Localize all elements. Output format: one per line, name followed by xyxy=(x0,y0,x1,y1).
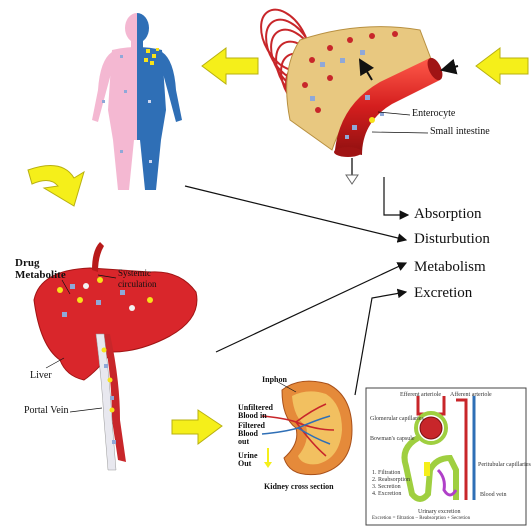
process-distribution: Disturbution xyxy=(414,231,490,248)
systemic-line1: Systemic xyxy=(118,268,156,279)
small-intestine-illustration xyxy=(251,1,458,184)
drug-metabolite-label: Drug Metabolite xyxy=(15,257,66,281)
nephron-steps: 1. Filtration 2. Reabsorption 3. Secreti… xyxy=(372,470,410,498)
nephron-footer-formula: Excretion = filtration – Reabsorption + … xyxy=(372,516,470,521)
nephron-step: 3. Secretion xyxy=(372,484,410,491)
nephron-label: Blood vein xyxy=(480,492,507,498)
nephron-step: 4. Excretion xyxy=(372,491,410,498)
human-body-figure xyxy=(92,13,182,190)
kidney-illustration xyxy=(262,381,352,475)
process-pointer-arrows xyxy=(185,177,408,395)
nephron-label: Afferent arteriole xyxy=(450,392,492,398)
nephron-label: Bowman's capsule xyxy=(370,436,415,442)
process-excretion: Excretion xyxy=(414,285,472,302)
liver-label: Liver xyxy=(30,370,52,381)
yellow-arrow-right xyxy=(172,410,222,444)
small-intestine-label: Small intestine xyxy=(430,126,490,137)
yellow-curved-arrow xyxy=(28,166,84,207)
process-absorption: Absorption xyxy=(414,206,482,223)
nephron-label: Efferent arteriole xyxy=(400,392,441,398)
kidney-side-labels: Unfiltered Blood in Filtered Blood out U… xyxy=(238,404,273,468)
yellow-arrow-left-top xyxy=(202,48,258,84)
metabolite-label: Metabolite xyxy=(15,269,66,281)
kidney-side-label: Out xyxy=(238,460,273,468)
nephron-step: 2. Reabsorption xyxy=(372,477,410,484)
systemic-circulation-label: Systemic circulation xyxy=(118,268,156,290)
portal-vein-label: Portal Vein xyxy=(24,405,69,416)
nephron-step: 1. Filtration xyxy=(372,470,410,477)
drug-label: Drug xyxy=(15,257,66,269)
nephron-label: Peritubular capillaries xyxy=(478,462,531,468)
process-metabolism: Metabolism xyxy=(414,259,486,276)
nephron-panel xyxy=(366,388,526,525)
kidney-side-label: Blood in xyxy=(238,412,273,420)
yellow-arrow-left-right xyxy=(476,48,528,84)
enterocyte-label: Enterocyte xyxy=(412,108,455,119)
kidney-caption: Kidney cross section xyxy=(264,482,334,491)
kidney-hilum-label: Inphon xyxy=(262,375,287,384)
systemic-line2: circulation xyxy=(118,279,156,290)
nephron-label: Glomerular capillaries xyxy=(370,416,424,422)
kidney-side-label: out xyxy=(238,438,273,446)
nephron-footer-title: Urinary excretion xyxy=(418,509,460,515)
